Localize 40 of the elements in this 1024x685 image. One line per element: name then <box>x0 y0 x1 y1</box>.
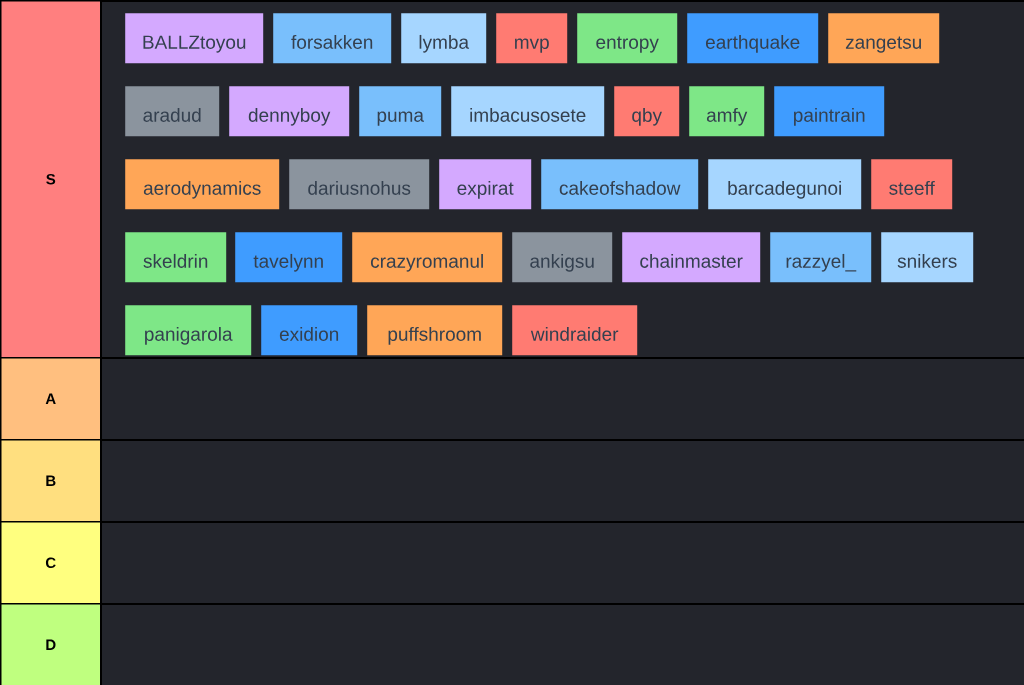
name-tile: aradud <box>125 86 220 137</box>
tier-row <box>100 603 1024 685</box>
name-tile: panigarola <box>125 305 252 356</box>
name-tile: lymba <box>401 13 487 64</box>
name-tile: forsakken <box>273 13 392 64</box>
name-tile: paintrain <box>774 86 885 137</box>
name-tile: dennyboy <box>229 86 350 137</box>
name-tile: cakeofshadow <box>541 159 699 210</box>
name-tile: puma <box>359 86 442 137</box>
name-tile: exidion <box>261 305 358 356</box>
name-tile: tavelynn <box>235 232 343 283</box>
name-tile: aerodynamics <box>125 159 280 210</box>
tier-row <box>100 357 1024 441</box>
name-tile: amfy <box>689 86 765 137</box>
name-tile: dariusnohus <box>289 159 430 210</box>
name-tile: expirat <box>439 159 532 210</box>
name-tile: razzyel_ <box>770 232 872 283</box>
name-tile: entropy <box>577 13 678 64</box>
name-tile: earthquake <box>687 13 819 64</box>
tier-row <box>100 439 1024 523</box>
name-tile: steeff <box>871 159 953 210</box>
tier-row <box>100 521 1024 605</box>
name-tile: ankigsu <box>512 232 613 283</box>
name-tile: windraider <box>512 305 638 356</box>
tier-label: B <box>0 439 102 523</box>
tier-label: C <box>0 521 102 605</box>
name-tile: crazyromanul <box>352 232 503 283</box>
name-tile: barcadegunoi <box>708 159 862 210</box>
name-tile: zangetsu <box>828 13 940 64</box>
name-tile: skeldrin <box>125 232 227 283</box>
name-tile: imbacusosete <box>451 86 605 137</box>
tier-label: A <box>0 357 102 441</box>
name-tile: puffshroom <box>367 305 503 356</box>
tier-label: S <box>0 0 102 359</box>
name-tile: snikers <box>881 232 974 283</box>
name-tile: qby <box>614 86 680 137</box>
name-tile: mvp <box>496 13 568 64</box>
name-tile: chainmaster <box>622 232 761 283</box>
tier-label: D <box>0 603 102 685</box>
name-tile: BALLZtoyou <box>125 13 264 64</box>
